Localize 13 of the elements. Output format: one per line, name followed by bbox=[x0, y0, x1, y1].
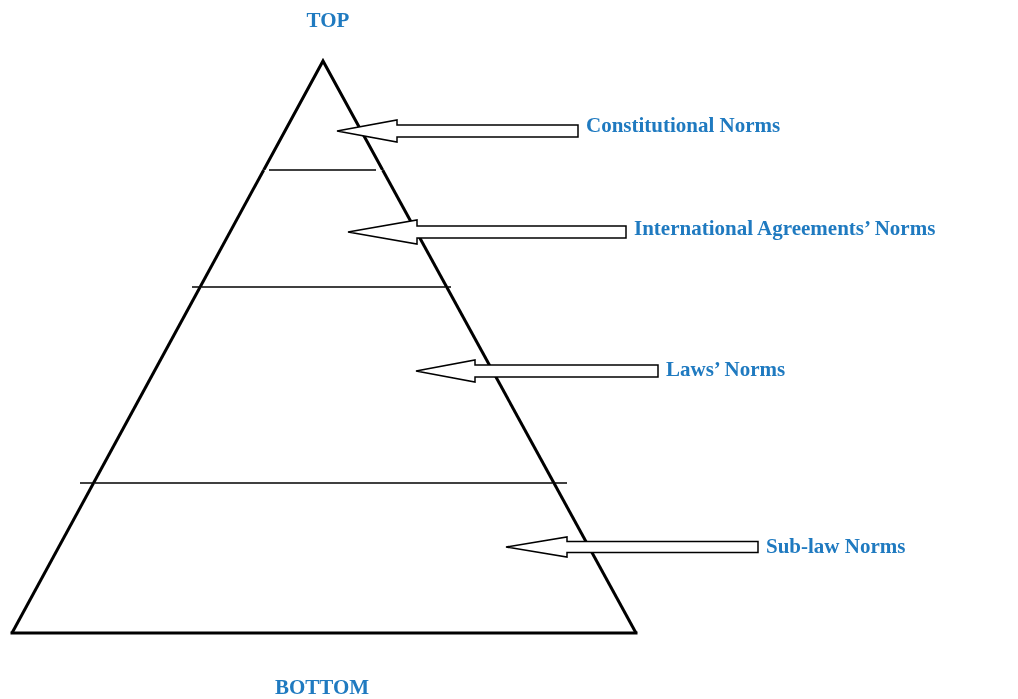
block-arrow bbox=[347, 219, 627, 245]
tier-label: Laws’ Norms bbox=[666, 357, 786, 381]
pyramid-tier bbox=[198, 169, 448, 288]
pyramid-end-label: TOP bbox=[306, 8, 350, 32]
tier-label: Constitutional Norms bbox=[586, 113, 781, 137]
tier-label: Sub-law Norms bbox=[766, 534, 906, 558]
pyramid-end-label: BOTTOM bbox=[275, 675, 370, 699]
pyramid-apex-tier bbox=[262, 57, 384, 171]
tier-label: International Agreements’ Norms bbox=[634, 216, 936, 240]
pyramid-tier bbox=[10, 482, 638, 635]
block-arrow bbox=[336, 119, 579, 143]
block-arrow bbox=[415, 359, 659, 383]
block-arrow bbox=[505, 536, 759, 558]
